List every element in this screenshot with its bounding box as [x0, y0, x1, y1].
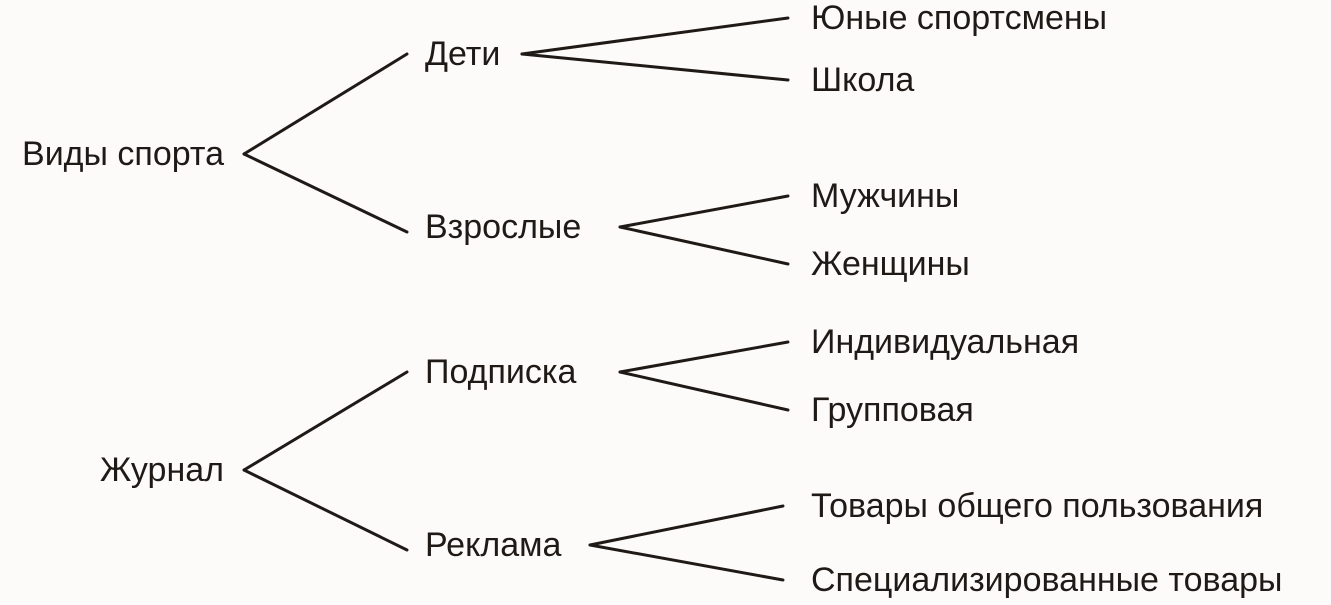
node-root-2: Журнал	[99, 451, 224, 489]
edge-vzroslye-leaf2	[618, 225, 790, 266]
edge-deti-leaf2	[520, 52, 790, 82]
node-level2-3: Подписка	[425, 353, 577, 391]
node-level2-2: Взрослые	[425, 208, 582, 246]
node-leaf-8: Специализированные товары	[811, 561, 1283, 599]
edge-root1-child2	[242, 152, 409, 234]
edge-podpiska-leaf1	[618, 340, 790, 374]
node-leaf-5: Индивидуальная	[811, 323, 1080, 361]
edge-podpiska-leaf2	[618, 370, 790, 412]
node-leaf-6: Групповая	[811, 391, 974, 429]
edge-root2-child2	[242, 468, 409, 552]
edge-reklama-leaf2	[588, 543, 785, 582]
node-leaf-4: Женщины	[811, 245, 970, 283]
node-leaf-2: Школа	[811, 61, 915, 99]
node-leaf-7: Товары общего пользования	[811, 487, 1264, 525]
edge-reklama-leaf1	[588, 504, 785, 547]
edge-vzroslye-leaf1	[618, 194, 790, 229]
node-level2-4: Реклама	[425, 526, 562, 564]
edge-root2-child1	[242, 370, 409, 472]
edge-root1-child1	[242, 52, 409, 156]
node-leaf-3: Мужчины	[811, 177, 960, 215]
node-level2-1: Дети	[425, 35, 501, 73]
node-root-1: Виды спорта	[22, 135, 224, 173]
edge-deti-leaf1	[520, 16, 790, 56]
node-leaf-1: Юные спортсмены	[811, 0, 1108, 37]
